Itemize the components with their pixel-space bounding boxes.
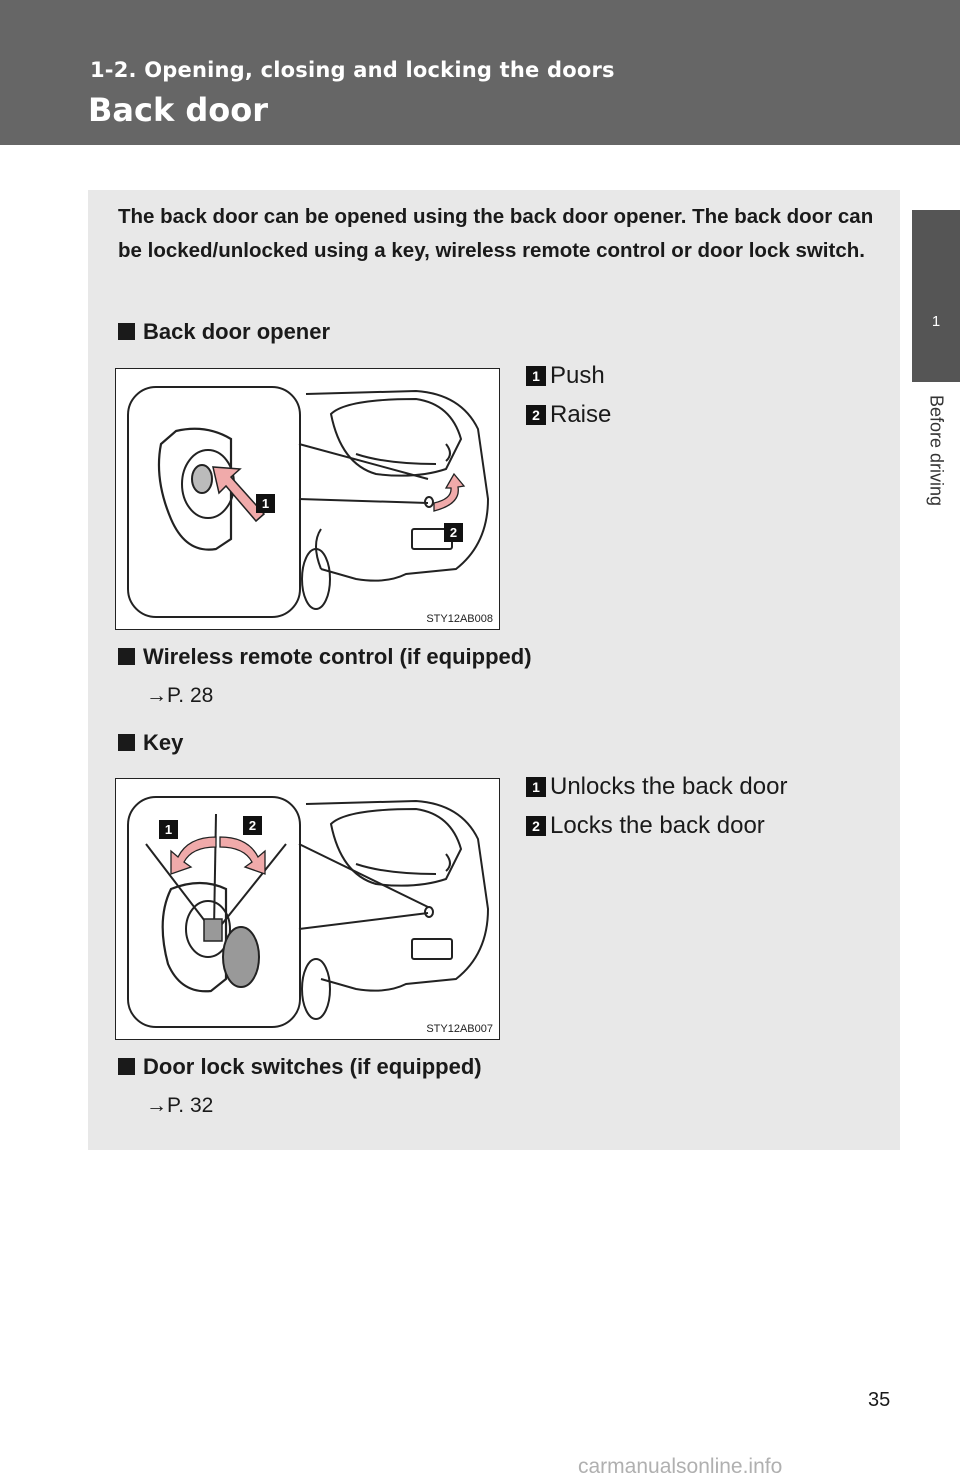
chapter-tab (912, 210, 960, 382)
chapter-number: 1 (931, 313, 941, 330)
svg-text:1: 1 (262, 496, 269, 511)
header-bar (0, 0, 960, 145)
bullet-square-icon (118, 323, 135, 340)
bullet-square-icon (118, 734, 135, 751)
svg-text:1: 1 (165, 822, 172, 837)
figure-back-door-opener: 1 2 STY12AB008 (115, 368, 500, 630)
page-reference-switches[interactable]: →P. 32 (146, 1094, 214, 1117)
figure-code: STY12AB007 (426, 1023, 493, 1035)
page-reference-remote[interactable]: →P. 28 (146, 684, 214, 707)
figure-code: STY12AB008 (426, 613, 493, 625)
bullet-square-icon (118, 648, 135, 665)
bullet-square-icon (118, 1058, 135, 1075)
page-title: Back door (88, 91, 269, 129)
key-lock-illustration: 1 2 (127, 796, 490, 1028)
heading-back-door-opener: Back door opener (118, 319, 330, 345)
figure-key: 1 2 STY12AB007 (115, 778, 500, 1040)
section-title: 1-2. Opening, closing and locking the do… (90, 58, 615, 82)
back-door-opener-illustration: 1 2 (127, 386, 490, 618)
heading-door-lock-switches: Door lock switches (if equipped) (118, 1054, 482, 1080)
svg-text:2: 2 (450, 525, 457, 540)
heading-key: Key (118, 730, 183, 756)
intro-text: The back door can be opened using the ba… (118, 205, 874, 262)
heading-wireless-remote: Wireless remote control (if equipped) (118, 644, 532, 670)
watermark: carmanualsonline.info (578, 1455, 783, 1478)
chapter-label: Before driving (926, 395, 947, 507)
page-number: 35 (868, 1389, 891, 1411)
svg-text:2: 2 (249, 818, 256, 833)
